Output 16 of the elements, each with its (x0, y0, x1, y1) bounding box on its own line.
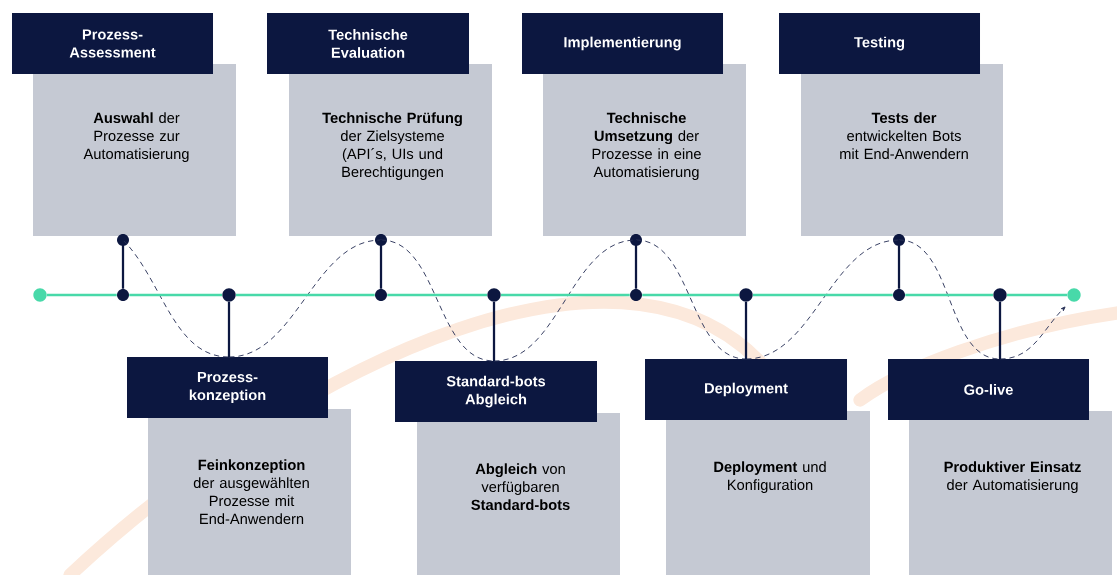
phase-header: Testing (779, 13, 980, 74)
phase-card: Technische Umsetzung der Prozesse in eine Automatisierung (543, 64, 746, 236)
phase-card: Auswahl der Prozesse zur Automatisierung (33, 64, 236, 236)
phase-header: Deployment (645, 359, 847, 420)
phase-header: Go-live (888, 359, 1089, 420)
phase-card: Feinkonzeption der ausgewählten Prozesse mit End-Anwendern (148, 409, 351, 575)
phase-card: Deployment und Konfiguration (666, 411, 870, 575)
phase-header: Technische Evaluation (267, 13, 469, 74)
phase-card: Technische Prüfung der Zielsysteme (API´s, UIs und Berechtigungen (289, 64, 492, 236)
phase-header: Implementierung (522, 13, 723, 74)
phase-header: Standard-bots Abgleich (395, 361, 597, 422)
phase-card: Abgleich von verfügbaren Standard-bots (417, 413, 620, 575)
phase-card: Produktiver Einsatz der Automatisierung (909, 411, 1112, 575)
phase-header: Prozess-konzeption (127, 357, 328, 418)
phase-card: Tests der entwickelten Bots mit End-Anwendern (801, 64, 1003, 236)
phase-header: Prozess-Assessment (12, 13, 213, 74)
